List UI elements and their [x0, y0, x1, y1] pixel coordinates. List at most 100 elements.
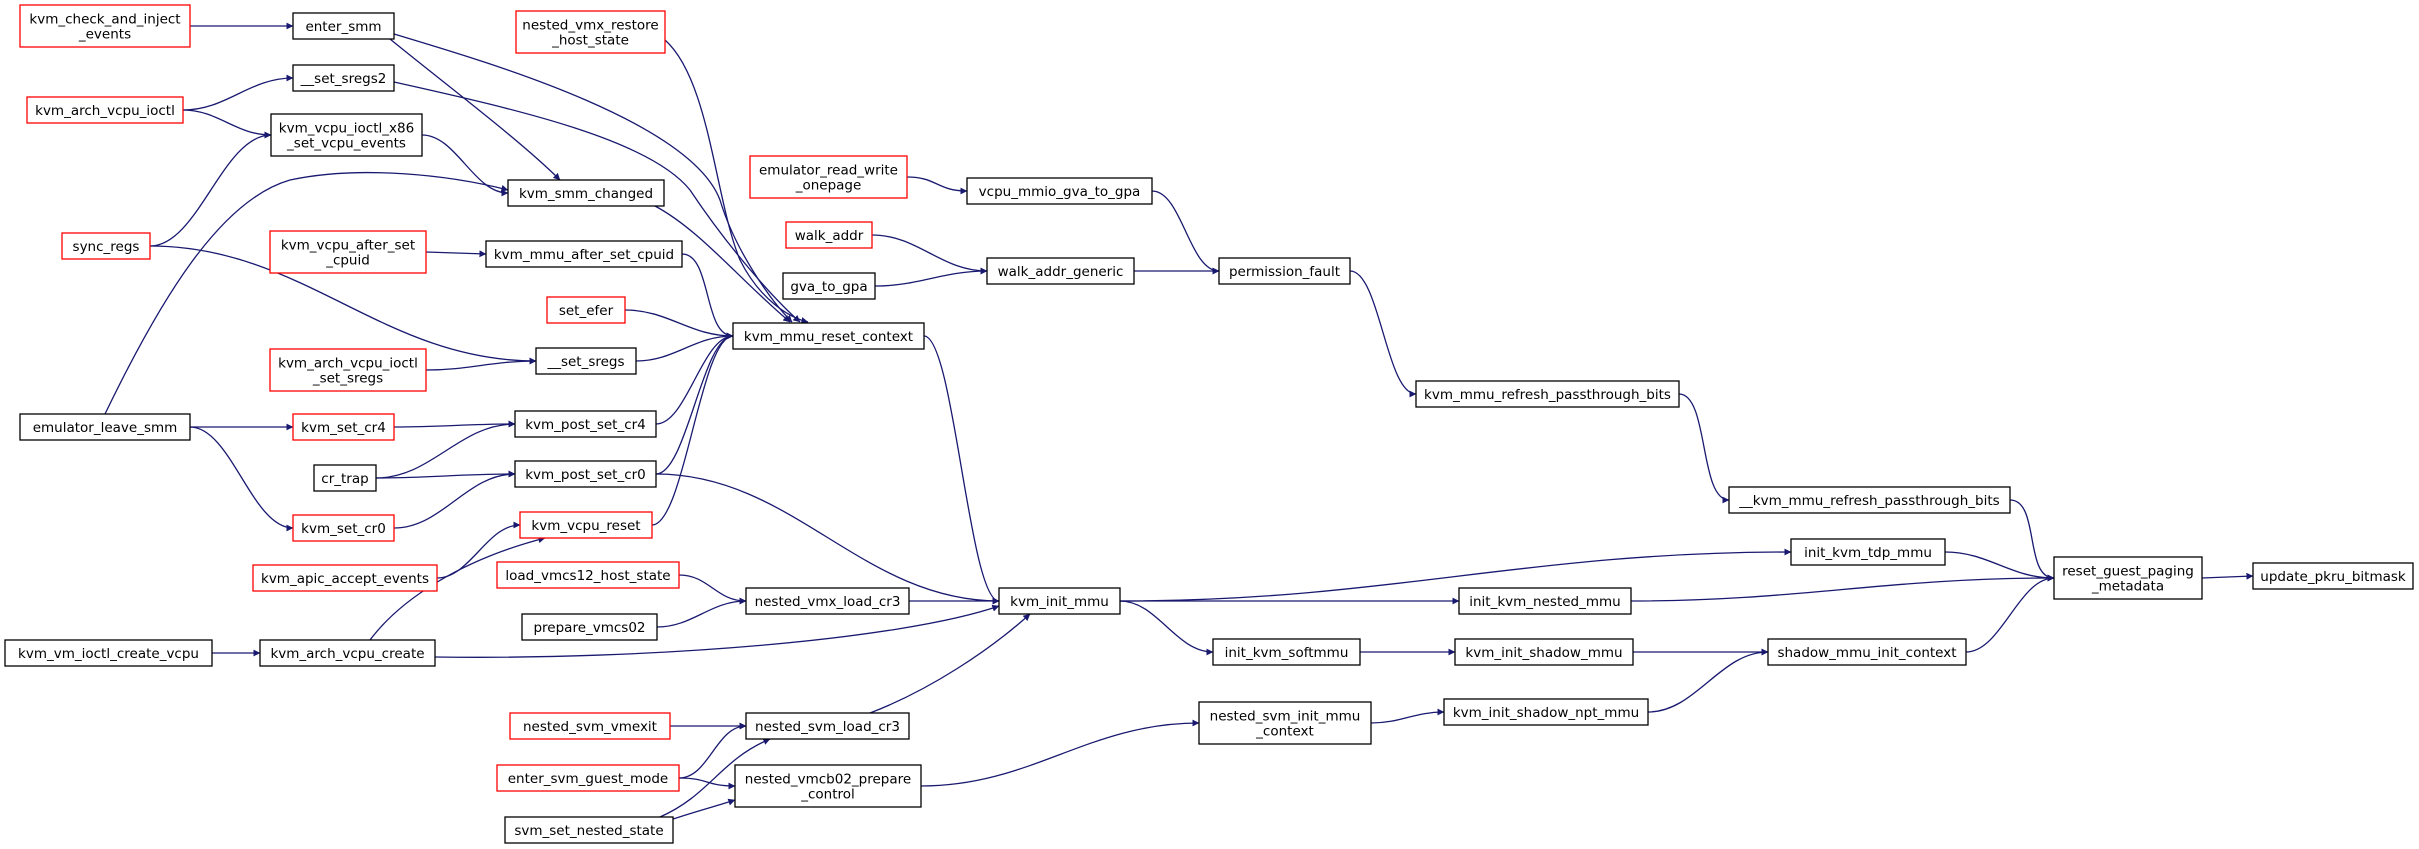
node-box[interactable]: [1454, 638, 1634, 666]
node-box[interactable]: [1458, 587, 1632, 615]
node-emulator-read-write-onepage[interactable]: emulator_read_write_onepage: [749, 155, 908, 199]
node---set-sregs2[interactable]: __set_sregs2: [292, 64, 395, 92]
node-kvm-vm-ioctl-create-vcpu[interactable]: kvm_vm_ioctl_create_vcpu: [4, 639, 213, 667]
node-shadow-mmu-init-context[interactable]: shadow_mmu_init_context: [1767, 638, 1967, 666]
node-box[interactable]: [4, 639, 213, 667]
node-box[interactable]: [785, 221, 873, 249]
node-box[interactable]: [509, 712, 671, 740]
node-box[interactable]: [26, 96, 184, 124]
node-box[interactable]: [252, 564, 438, 592]
node-sync-regs[interactable]: sync_regs: [61, 232, 151, 260]
node-nested-vmx-restore-host-state[interactable]: nested_vmx_restore_host_state: [515, 10, 666, 54]
node-box[interactable]: [749, 155, 908, 199]
node-box[interactable]: [519, 511, 653, 539]
node-update-pkru-bitmask[interactable]: update_pkru_bitmask: [2252, 562, 2414, 590]
node-box[interactable]: [485, 240, 683, 268]
node-nested-vmx-load-cr3[interactable]: nested_vmx_load_cr3: [745, 587, 910, 615]
node-enter-svm-guest-mode[interactable]: enter_svm_guest_mode: [496, 764, 680, 792]
node-box[interactable]: [1790, 538, 1946, 566]
node-kvm-check-and-inject-events[interactable]: kvm_check_and_inject_events: [19, 4, 191, 48]
node-box[interactable]: [313, 464, 377, 492]
node-kvm-set-cr0[interactable]: kvm_set_cr0: [292, 514, 395, 542]
node-set-efer[interactable]: set_efer: [546, 296, 626, 324]
node-kvm-post-set-cr0[interactable]: kvm_post_set_cr0: [514, 460, 657, 488]
node-box[interactable]: [270, 113, 423, 157]
node-box[interactable]: [19, 413, 191, 441]
node-kvm-mmu-after-set-cpuid[interactable]: kvm_mmu_after_set_cpuid: [485, 240, 683, 268]
node-box[interactable]: [507, 179, 665, 207]
node-kvm-arch-vcpu-create[interactable]: kvm_arch_vcpu_create: [259, 639, 436, 667]
node-kvm-arch-vcpu-ioctl[interactable]: kvm_arch_vcpu_ioctl: [26, 96, 184, 124]
node-box[interactable]: [514, 410, 657, 438]
node-init-kvm-tdp-mmu[interactable]: init_kvm_tdp_mmu: [1790, 538, 1946, 566]
node-box[interactable]: [504, 816, 674, 844]
node-vcpu-mmio-gva-to-gpa[interactable]: vcpu_mmio_gva_to_gpa: [966, 177, 1153, 205]
node-box[interactable]: [745, 712, 910, 740]
node-svm-set-nested-state[interactable]: svm_set_nested_state: [504, 816, 674, 844]
node-box[interactable]: [998, 587, 1121, 615]
node-box[interactable]: [521, 613, 658, 641]
node-walk-addr[interactable]: walk_addr: [785, 221, 873, 249]
node-box[interactable]: [1218, 257, 1351, 285]
node-init-kvm-nested-mmu[interactable]: init_kvm_nested_mmu: [1458, 587, 1632, 615]
node-load-vmcs12-host-state[interactable]: load_vmcs12_host_state: [496, 561, 680, 589]
node-kvm-vcpu-ioctl-x86-set-vcpu-events[interactable]: kvm_vcpu_ioctl_x86_set_vcpu_events: [270, 113, 423, 157]
node-nested-vmcb02-prepare-control[interactable]: nested_vmcb02_prepare_control: [734, 764, 922, 808]
node-box[interactable]: [732, 322, 925, 350]
node-kvm-init-shadow-npt-mmu[interactable]: kvm_init_shadow_npt_mmu: [1443, 698, 1649, 726]
node-box[interactable]: [1198, 701, 1372, 745]
node-box[interactable]: [782, 272, 876, 300]
node-box[interactable]: [496, 561, 680, 589]
node-nested-svm-vmexit[interactable]: nested_svm_vmexit: [509, 712, 671, 740]
node-gva-to-gpa[interactable]: gva_to_gpa: [782, 272, 876, 300]
node-nested-svm-load-cr3[interactable]: nested_svm_load_cr3: [745, 712, 910, 740]
node-box[interactable]: [745, 587, 910, 615]
node-permission-fault[interactable]: permission_fault: [1218, 257, 1351, 285]
node-box[interactable]: [2053, 556, 2203, 600]
node-box[interactable]: [496, 764, 680, 792]
node-box[interactable]: [269, 348, 427, 392]
node-box[interactable]: [1728, 486, 2011, 514]
node-enter-smm[interactable]: enter_smm: [292, 12, 395, 40]
node-box[interactable]: [1415, 380, 1680, 408]
node-kvm-vcpu-reset[interactable]: kvm_vcpu_reset: [519, 511, 653, 539]
node-kvm-smm-changed[interactable]: kvm_smm_changed: [507, 179, 665, 207]
node-emulator-leave-smm[interactable]: emulator_leave_smm: [19, 413, 191, 441]
node-box[interactable]: [535, 347, 637, 375]
node-kvm-vcpu-after-set-cpuid[interactable]: kvm_vcpu_after_set_cpuid: [269, 230, 427, 274]
node-box[interactable]: [292, 413, 395, 441]
node-kvm-init-shadow-mmu[interactable]: kvm_init_shadow_mmu: [1454, 638, 1634, 666]
node-box[interactable]: [1443, 698, 1649, 726]
node---kvm-mmu-refresh-passthrough-bits[interactable]: __kvm_mmu_refresh_passthrough_bits: [1728, 486, 2011, 514]
node-box[interactable]: [966, 177, 1153, 205]
node-walk-addr-generic[interactable]: walk_addr_generic: [986, 257, 1135, 285]
node-box[interactable]: [515, 10, 666, 54]
node-kvm-arch-vcpu-ioctl-set-sregs[interactable]: kvm_arch_vcpu_ioctl_set_sregs: [269, 348, 427, 392]
node-box[interactable]: [1212, 638, 1361, 666]
node-box[interactable]: [734, 764, 922, 808]
node-box[interactable]: [61, 232, 151, 260]
node-box[interactable]: [514, 460, 657, 488]
node-kvm-set-cr4[interactable]: kvm_set_cr4: [292, 413, 395, 441]
node-box[interactable]: [269, 230, 427, 274]
node-kvm-mmu-reset-context[interactable]: kvm_mmu_reset_context: [732, 322, 925, 350]
node---set-sregs[interactable]: __set_sregs: [535, 347, 637, 375]
node-box[interactable]: [986, 257, 1135, 285]
node-box[interactable]: [1767, 638, 1967, 666]
node-box[interactable]: [2252, 562, 2414, 590]
node-init-kvm-softmmu[interactable]: init_kvm_softmmu: [1212, 638, 1361, 666]
node-box[interactable]: [259, 639, 436, 667]
node-kvm-post-set-cr4[interactable]: kvm_post_set_cr4: [514, 410, 657, 438]
node-box[interactable]: [292, 64, 395, 92]
node-box[interactable]: [292, 12, 395, 40]
node-reset-guest-paging-metadata[interactable]: reset_guest_paging_metadata: [2053, 556, 2203, 600]
node-box[interactable]: [19, 4, 191, 48]
node-kvm-mmu-refresh-passthrough-bits[interactable]: kvm_mmu_refresh_passthrough_bits: [1415, 380, 1680, 408]
node-kvm-init-mmu[interactable]: kvm_init_mmu: [998, 587, 1121, 615]
node-box[interactable]: [292, 514, 395, 542]
node-kvm-apic-accept-events[interactable]: kvm_apic_accept_events: [252, 564, 438, 592]
node-cr-trap[interactable]: cr_trap: [313, 464, 377, 492]
node-box[interactable]: [546, 296, 626, 324]
node-nested-svm-init-mmu-context[interactable]: nested_svm_init_mmu_context: [1198, 701, 1372, 745]
node-prepare-vmcs02[interactable]: prepare_vmcs02: [521, 613, 658, 641]
